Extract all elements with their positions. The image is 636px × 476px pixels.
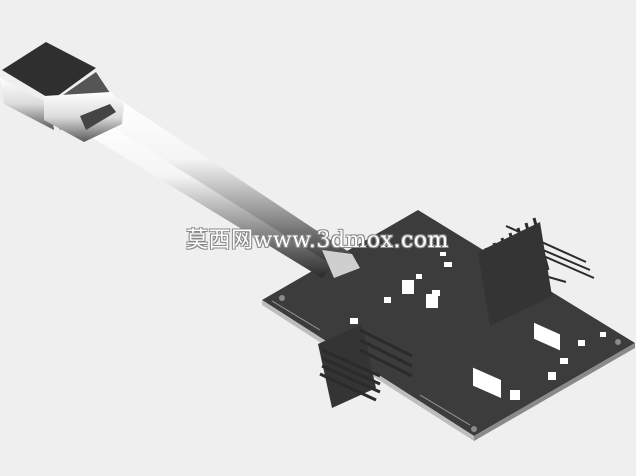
pin-header-left-body bbox=[318, 324, 376, 408]
pin-header-right-body bbox=[478, 222, 552, 326]
watermark-text: 莫西网www.3dmox.com bbox=[186, 228, 449, 253]
pin-header-left bbox=[319, 328, 413, 402]
board-components bbox=[350, 252, 606, 400]
connector-plug bbox=[0, 42, 124, 142]
cable-assembly bbox=[86, 100, 360, 278]
